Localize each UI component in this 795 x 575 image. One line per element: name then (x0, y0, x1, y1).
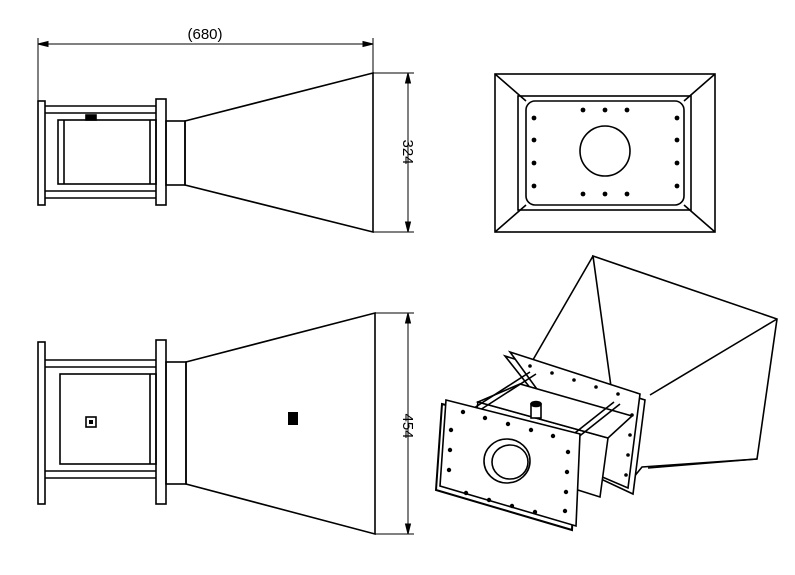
dim-overall-length (37, 38, 374, 101)
side-view (37, 71, 374, 234)
iso-flange-bolts (446, 409, 571, 515)
side-neck (165, 120, 186, 186)
top-view (37, 311, 376, 536)
side-horn (184, 71, 374, 234)
iso-horn-flange-bolts (528, 364, 634, 477)
iso-rod-1 (473, 371, 531, 409)
end-corner-bl (494, 204, 527, 233)
top-horn (185, 311, 376, 536)
side-waveguide-body (57, 119, 157, 185)
top-front-flange (155, 339, 167, 505)
iso-rod-2 (479, 373, 537, 411)
end-outer-frame (494, 73, 716, 233)
end-corner-tr (683, 73, 716, 102)
end-bolt-holes (531, 107, 680, 197)
iso-horn-edge-right (647, 458, 758, 469)
iso-horn-edge-inner (649, 318, 778, 396)
top-connector-2 (288, 412, 298, 425)
dim-side-height (373, 72, 414, 233)
dim-top-height (375, 312, 414, 535)
end-corner-br (683, 204, 716, 233)
top-connector-1-core (89, 420, 93, 424)
dim-top-height-label: 454 (399, 413, 416, 438)
top-neck (165, 361, 187, 485)
side-back-flange (37, 100, 46, 206)
end-view (494, 73, 716, 233)
side-connector (85, 114, 97, 121)
end-aperture (579, 125, 631, 177)
top-waveguide-body (59, 373, 157, 465)
iso-top-connector-cap (530, 400, 542, 408)
top-connector-1 (85, 416, 97, 428)
side-front-flange (155, 98, 167, 206)
end-flange (525, 100, 685, 206)
end-corner-tl (494, 73, 527, 102)
dim-side-height-label: 324 (399, 139, 416, 164)
isometric-view (434, 254, 778, 532)
top-back-flange (37, 341, 46, 505)
dim-overall-length-label: (680) (187, 26, 222, 43)
iso-front-aperture-inner (491, 444, 529, 480)
iso-horn-edge-top (529, 255, 594, 366)
end-inner-frame (517, 95, 692, 211)
